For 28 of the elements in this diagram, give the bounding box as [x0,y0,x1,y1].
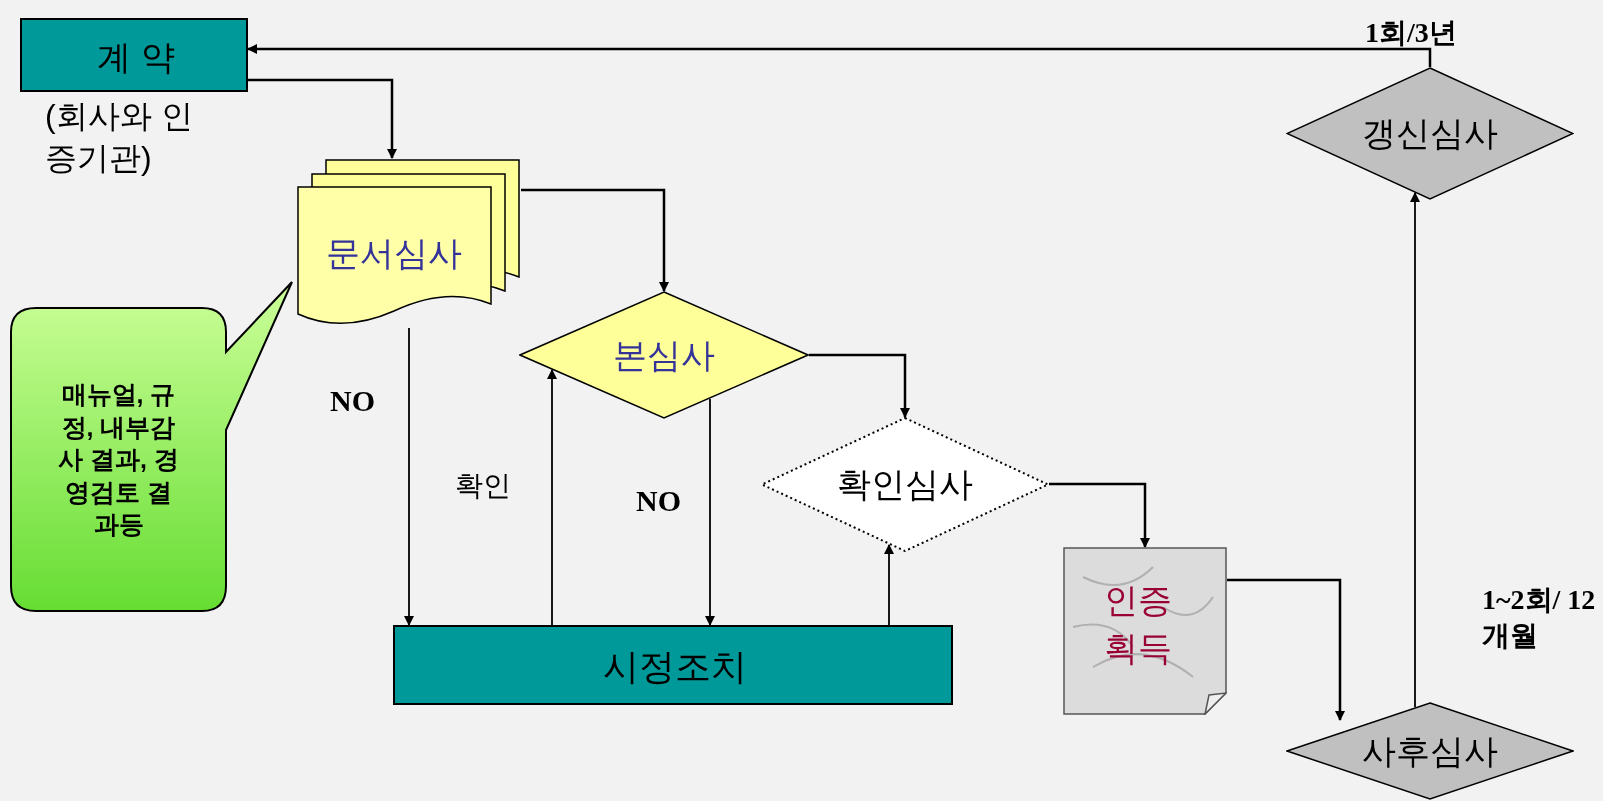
node-label: 시정조치 [603,645,747,689]
process-box [20,18,248,92]
arrow [248,78,397,159]
node-label: 갱신심사 [1362,113,1498,154]
arrow [1227,578,1345,721]
arrow [404,327,414,626]
edge-label: NO [636,483,682,519]
node-caption: (회사와 인증기관) [45,97,194,178]
node-label: 사후심사 [1362,730,1498,772]
arrow [247,44,1432,67]
arrow [521,188,669,292]
arrow [1410,192,1420,708]
arrow [809,353,910,418]
node-label: 본심사 [613,334,715,376]
edge-label: 1~2회/ 12개월 [1482,583,1597,654]
arrow [547,369,557,626]
edge-label: 1회/3년 [1365,16,1458,50]
node-label: 확인심사 [837,464,973,505]
process-box [393,625,953,705]
node-label: 계 약 [97,36,175,78]
node-label: 문서심사 [325,232,462,274]
node-label: 인증 획득 [1103,579,1173,669]
arrow [884,544,894,626]
edge-label: NO [330,383,376,419]
arrow [1049,482,1150,548]
arrow [705,398,715,626]
edge-label: 확인 [455,469,512,503]
node-label: 매뉴얼, 규정, 내부감사 결과, 경영검토 결과등 [57,379,180,541]
